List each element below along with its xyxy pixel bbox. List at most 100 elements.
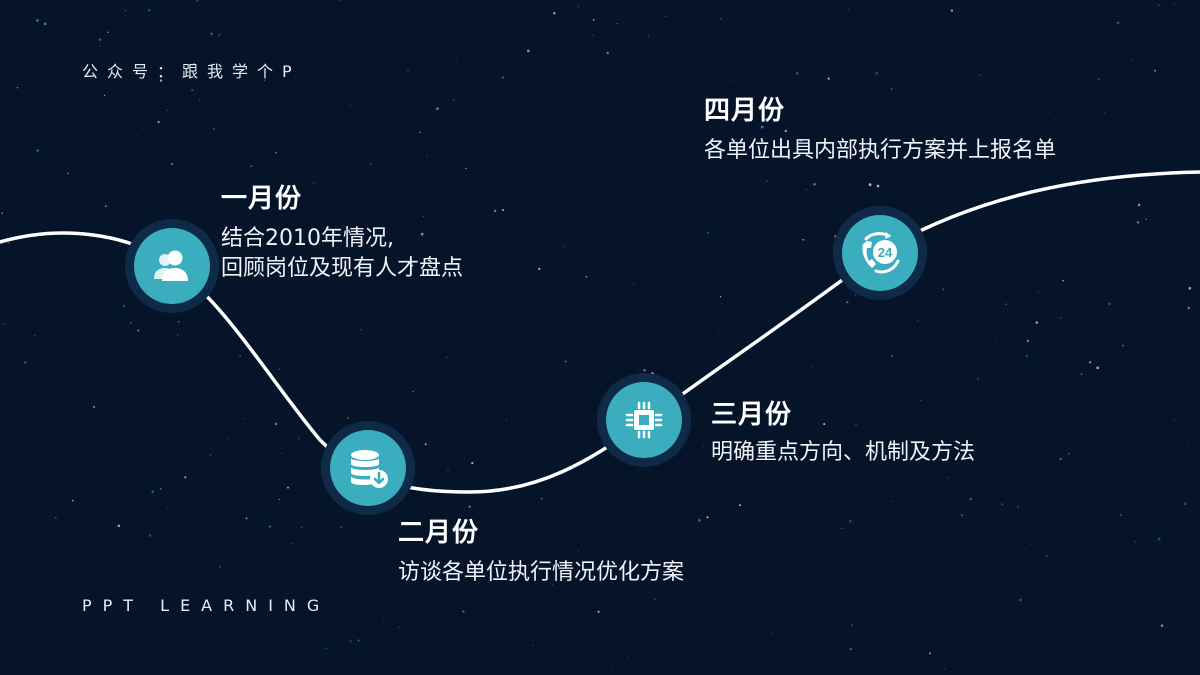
star bbox=[313, 182, 315, 184]
star bbox=[532, 644, 534, 646]
star bbox=[969, 497, 973, 501]
timeline-node-march[interactable] bbox=[597, 373, 691, 467]
star bbox=[159, 79, 163, 82]
star bbox=[1012, 188, 1014, 189]
star bbox=[459, 533, 461, 535]
timeline-node-april[interactable]: 24 bbox=[833, 206, 927, 300]
star bbox=[243, 418, 245, 420]
star bbox=[823, 423, 826, 426]
star bbox=[577, 550, 579, 552]
star bbox=[702, 445, 705, 447]
star bbox=[1001, 503, 1004, 506]
star bbox=[717, 70, 719, 72]
star bbox=[98, 38, 102, 41]
star bbox=[141, 127, 143, 129]
star bbox=[526, 49, 530, 53]
star bbox=[942, 288, 945, 291]
star bbox=[383, 617, 385, 619]
star bbox=[307, 417, 309, 419]
star bbox=[506, 419, 508, 421]
star bbox=[1060, 317, 1062, 319]
database-download-icon bbox=[351, 450, 388, 488]
star bbox=[406, 69, 409, 72]
star bbox=[1154, 69, 1156, 72]
star bbox=[1065, 231, 1067, 234]
star bbox=[1035, 321, 1039, 324]
star bbox=[784, 129, 787, 133]
chip-icon bbox=[625, 401, 663, 439]
star bbox=[245, 517, 248, 520]
star bbox=[664, 15, 667, 17]
star bbox=[784, 4, 786, 6]
star bbox=[1187, 306, 1190, 310]
star bbox=[563, 245, 566, 248]
star bbox=[802, 238, 805, 241]
star bbox=[209, 454, 212, 456]
star bbox=[947, 477, 949, 479]
star bbox=[421, 235, 423, 237]
star bbox=[1137, 203, 1141, 207]
star bbox=[849, 519, 852, 523]
star bbox=[340, 526, 343, 529]
star bbox=[1104, 112, 1106, 114]
star bbox=[107, 31, 109, 33]
star bbox=[530, 9, 532, 10]
star bbox=[849, 648, 852, 651]
star bbox=[23, 361, 27, 364]
star bbox=[1088, 361, 1092, 364]
star bbox=[610, 666, 612, 668]
star bbox=[719, 295, 722, 298]
desc-january-line2: 回顾岗位及现有人才盘点 bbox=[221, 256, 464, 281]
desc-february: 访谈各单位执行情况优化方案 bbox=[398, 560, 685, 585]
star bbox=[84, 149, 86, 151]
star bbox=[875, 72, 878, 75]
month-march: 三月份 bbox=[711, 400, 793, 430]
star bbox=[763, 501, 765, 503]
star bbox=[159, 487, 162, 490]
star bbox=[71, 499, 74, 502]
star bbox=[625, 150, 627, 152]
star bbox=[369, 44, 371, 45]
star bbox=[177, 334, 179, 336]
star bbox=[643, 368, 646, 372]
star bbox=[105, 205, 107, 207]
star bbox=[805, 189, 807, 191]
star bbox=[474, 559, 475, 561]
star bbox=[1188, 444, 1190, 446]
star bbox=[1072, 383, 1074, 385]
star bbox=[174, 656, 176, 657]
timeline-node-february[interactable] bbox=[321, 421, 415, 515]
star bbox=[911, 140, 914, 142]
star bbox=[827, 77, 830, 80]
star bbox=[1031, 544, 1033, 545]
star bbox=[298, 438, 300, 440]
star bbox=[99, 45, 100, 47]
star bbox=[1026, 339, 1029, 343]
star bbox=[592, 34, 594, 36]
star bbox=[1158, 4, 1160, 6]
timeline-node-january[interactable] bbox=[125, 219, 219, 313]
star bbox=[447, 469, 449, 471]
star bbox=[424, 443, 427, 446]
star bbox=[552, 583, 553, 585]
star bbox=[36, 149, 39, 152]
star bbox=[1017, 505, 1019, 508]
star bbox=[920, 400, 922, 401]
star bbox=[796, 619, 798, 621]
star bbox=[950, 9, 954, 12]
brand-label: 公众号：跟我学个P bbox=[82, 62, 301, 81]
star bbox=[790, 49, 791, 51]
star bbox=[1183, 502, 1187, 506]
star bbox=[1048, 112, 1050, 114]
star bbox=[325, 647, 328, 650]
star bbox=[760, 125, 764, 129]
star bbox=[719, 17, 722, 20]
star bbox=[1080, 373, 1083, 375]
star bbox=[346, 417, 349, 419]
star bbox=[606, 51, 609, 55]
star bbox=[501, 76, 504, 79]
star bbox=[502, 208, 505, 212]
star bbox=[349, 104, 351, 106]
star bbox=[278, 498, 281, 501]
